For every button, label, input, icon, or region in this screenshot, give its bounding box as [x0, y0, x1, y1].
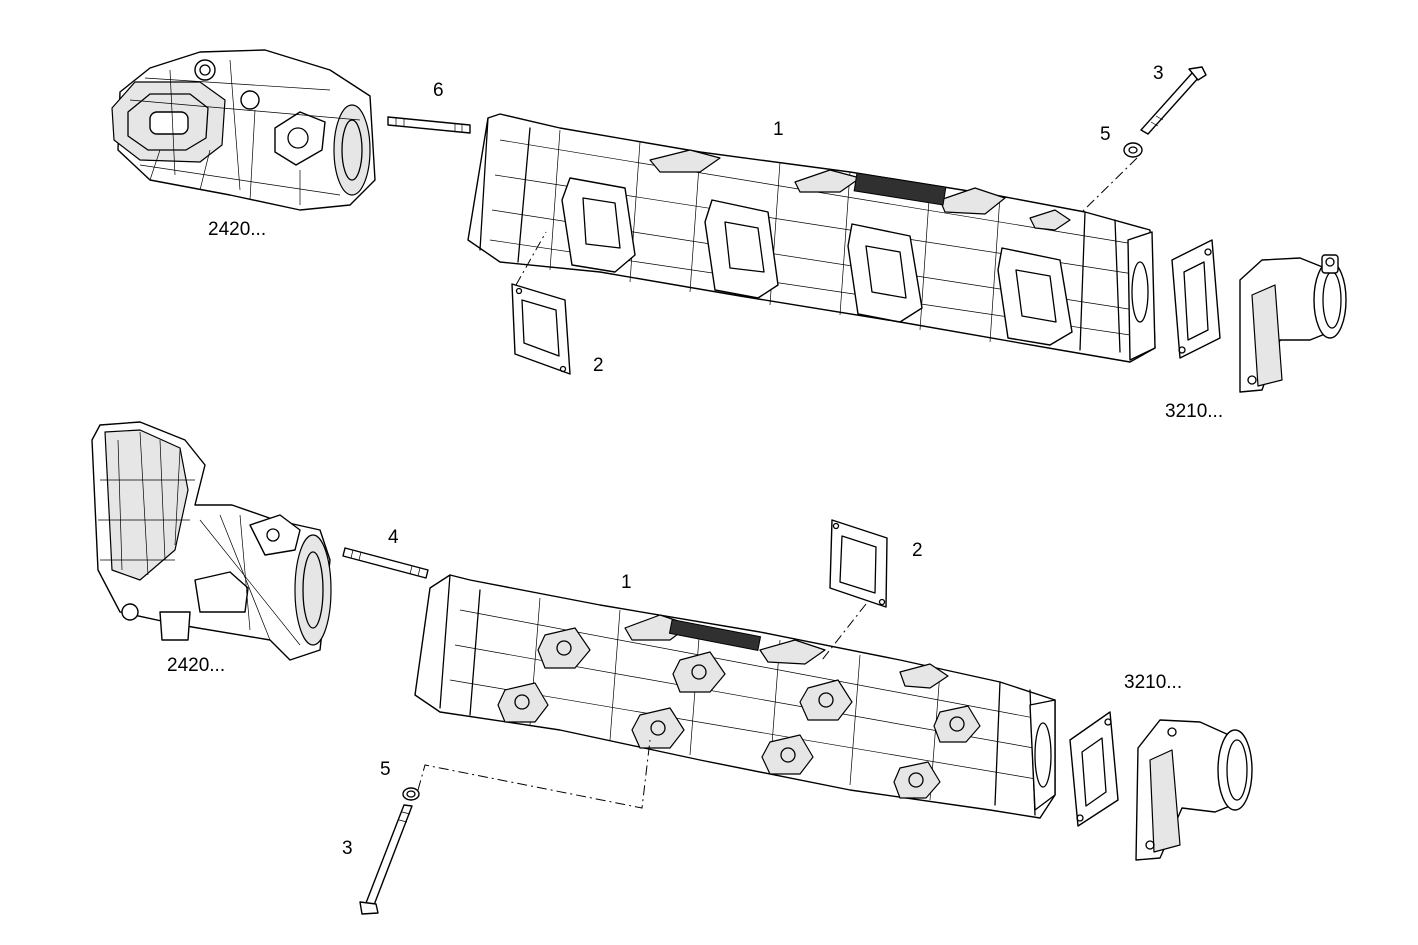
callout-bottom-3: 3	[342, 838, 353, 859]
bottom-assembly: 4 1 2 5 3 2420... 3210...	[91, 421, 1253, 915]
top-stud-6	[387, 116, 471, 134]
callout-top-ref-left: 2420...	[208, 219, 266, 240]
callout-bottom-5: 5	[380, 759, 391, 780]
callout-bottom-1: 1	[621, 572, 632, 593]
top-turbo-housing	[111, 49, 376, 211]
callout-bottom-ref-left: 2420...	[167, 655, 225, 676]
top-manifold-port-1	[561, 177, 636, 273]
bottom-stud-4	[342, 547, 429, 579]
bottom-outlet-gasket	[1069, 711, 1119, 827]
top-manifold-port-2	[704, 199, 779, 299]
callout-bottom-ref-right: 3210...	[1124, 672, 1182, 693]
bottom-outlet-elbow	[1135, 719, 1253, 861]
top-outlet-elbow	[1239, 254, 1347, 393]
top-assembly: 6 1 3 5 2 2420... 3210...	[111, 49, 1347, 422]
top-washer-5	[1123, 142, 1143, 158]
callout-top-6: 6	[433, 80, 444, 101]
callout-top-5: 5	[1100, 124, 1111, 145]
callout-top-3: 3	[1153, 63, 1164, 84]
top-gasket-2	[511, 283, 571, 375]
callout-top-ref-right: 3210...	[1165, 401, 1223, 422]
bottom-gasket-leader	[821, 603, 867, 661]
callout-top-1: 1	[773, 119, 784, 140]
top-bolt-leader	[1081, 157, 1138, 213]
bottom-bolt-leader	[417, 739, 651, 809]
top-bolt-3	[1140, 66, 1207, 135]
bottom-gasket-2	[829, 519, 888, 608]
top-exhaust-manifold	[467, 113, 1156, 363]
bottom-manifold-bosses	[497, 627, 981, 799]
bottom-turbo-housing	[91, 421, 332, 661]
bottom-bolt-3	[359, 804, 413, 915]
top-manifold-port-4	[997, 247, 1073, 346]
top-manifold-port-3	[847, 223, 923, 323]
top-outlet-gasket	[1171, 239, 1221, 359]
bottom-washer-5	[402, 787, 420, 801]
bottom-exhaust-manifold	[414, 574, 1056, 819]
callout-bottom-2: 2	[912, 540, 923, 561]
callout-bottom-4: 4	[388, 527, 399, 548]
callout-top-2: 2	[593, 355, 604, 376]
